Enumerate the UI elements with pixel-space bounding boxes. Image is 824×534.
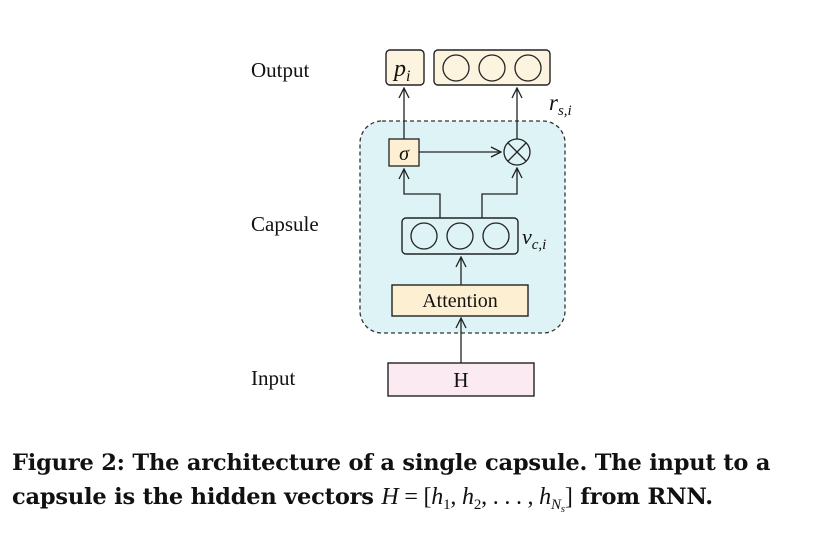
v-neuron-1 (410, 222, 438, 250)
arrow-v-to-sigma (404, 169, 441, 218)
capsule-row-label: Capsule (251, 212, 319, 236)
v-c-i-label: vc,i (522, 224, 546, 253)
sigma-box (388, 138, 420, 167)
output-p-label: pi (392, 56, 410, 85)
output-r-neuron-1 (442, 54, 470, 82)
output-row-label: Output (251, 58, 310, 82)
input-row-label: Input (251, 366, 296, 390)
caption-math: H = [h1, h2, . . . , hNs] (381, 484, 573, 515)
input-h-label: H (453, 368, 468, 392)
output-r-neuron-3 (514, 54, 542, 82)
v-neuron-3 (482, 222, 510, 250)
v-neuron-2 (446, 222, 474, 250)
caption-line-2-prefix: capsule is the hidden vectors (12, 484, 382, 510)
output-r-vector-box (433, 49, 551, 86)
output-p-box (385, 49, 425, 86)
attention-label: Attention (422, 290, 498, 312)
capsule-architecture-diagram: pi rs,i σ vc,i Attention H (359, 49, 572, 397)
input-h-box (387, 362, 535, 397)
output-r-neuron-2 (478, 54, 506, 82)
caption-line-1: Figure 2: The architecture of a single c… (12, 450, 771, 476)
caption-line-2-suffix: from RNN. (572, 484, 713, 510)
arrow-v-to-multiply (481, 168, 517, 218)
figure-caption: Figure 2: The architecture of a single c… (12, 446, 812, 526)
sigma-label: σ (399, 143, 410, 165)
multiply-cross-b (507, 142, 527, 162)
attention-box (391, 284, 529, 317)
caption-line-2: capsule is the hidden vectors H = [h1, h… (12, 480, 812, 526)
r-s-i-label: rs,i (549, 90, 572, 119)
v-vector-box (401, 217, 519, 255)
